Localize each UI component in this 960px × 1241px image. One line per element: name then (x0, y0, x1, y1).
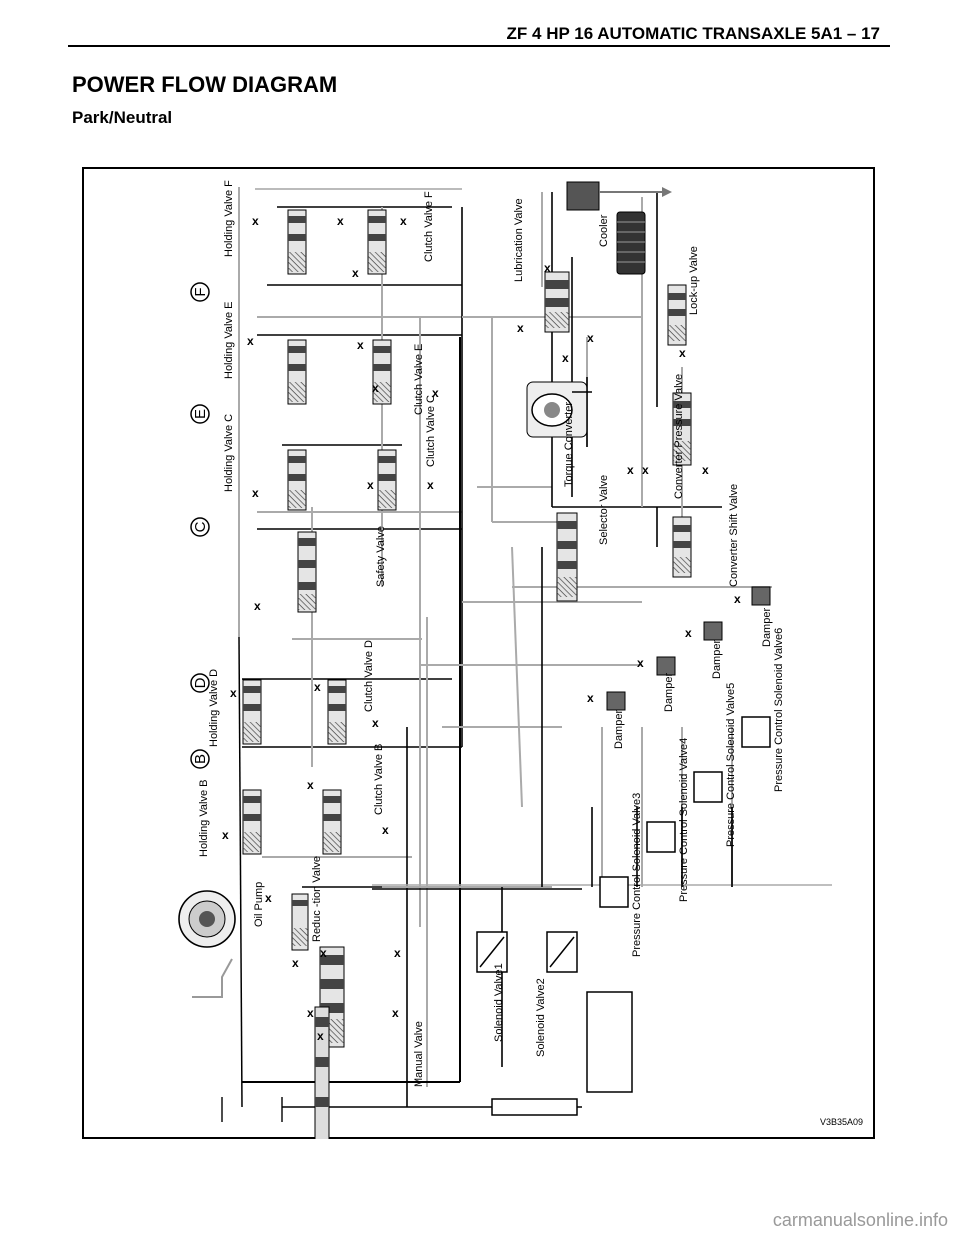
label-reduction-valve: Reduc -tion Valve (311, 856, 323, 942)
label-pcsv-6: Pressure Control Solenoid Valve6 (773, 628, 785, 792)
label-clutch-valve-e: Clutch Valve E (413, 344, 425, 415)
svg-text:x: x (314, 680, 321, 694)
svg-text:x: x (642, 463, 649, 477)
label-clutch-valve-d: Clutch Valve D (363, 640, 375, 712)
label-solenoid-valve-1: Solenoid Valve1 (493, 963, 505, 1042)
svg-text:x: x (382, 823, 389, 837)
label-torque-converter: Torque Converter (563, 402, 575, 487)
svg-text:x: x (734, 592, 741, 606)
connector-e: E (190, 404, 210, 424)
header-title: ZF 4 HP 16 AUTOMATIC TRANSAXLE 5A1 – 17 (506, 24, 880, 43)
page-title: POWER FLOW DIAGRAM (72, 72, 338, 97)
label-selector-valve: Selector Valve (598, 475, 610, 545)
svg-text:x: x (222, 828, 229, 842)
cooler-symbol (616, 211, 646, 275)
label-manual-valve: Manual Valve (413, 1021, 425, 1087)
relief-valve-symbol (566, 181, 672, 211)
label-lubrication-valve: Lubrication Valve (513, 198, 525, 282)
svg-text:x: x (265, 891, 272, 905)
label-clutch-valve-f: Clutch Valve F (423, 191, 435, 262)
svg-text:x: x (372, 716, 379, 730)
connector-f: F (190, 282, 210, 302)
connector-d: D (190, 673, 210, 693)
svg-text:x: x (627, 463, 634, 477)
svg-text:x: x (587, 691, 594, 705)
figure-code: V3B35A09 (820, 1117, 864, 1127)
svg-text:x: x (394, 946, 401, 960)
label-converter-shift-valve: Converter Shift Valve (728, 484, 740, 587)
torque-converter-symbol (526, 377, 592, 447)
label-damper-4: Damper (761, 608, 773, 647)
svg-text:x: x (307, 778, 314, 792)
label-solenoid-valve-2: Solenoid Valve2 (535, 978, 547, 1057)
watermark: carmanualsonline.info (772, 1210, 948, 1230)
svg-text:x: x (679, 346, 686, 360)
svg-text:x: x (400, 214, 407, 228)
label-cooler: Cooler (598, 214, 610, 247)
svg-text:x: x (320, 946, 327, 960)
label-clutch-valve-c: Clutch Valve C (425, 395, 437, 467)
label-pcsv-5: Pressure Control Solenoid Valve5 (725, 683, 737, 847)
svg-text:x: x (432, 386, 439, 400)
svg-text:D: D (192, 677, 209, 688)
svg-text:x: x (702, 463, 709, 477)
svg-text:x: x (562, 351, 569, 365)
svg-text:x: x (517, 321, 524, 335)
svg-text:x: x (367, 478, 374, 492)
solenoid-valve-2-symbol (546, 931, 578, 973)
svg-text:x: x (252, 486, 259, 500)
svg-text:x: x (587, 331, 594, 345)
label-holding-valve-e: Holding Valve E (223, 302, 235, 379)
svg-text:x: x (317, 1029, 324, 1043)
label-damper-2: Damper (663, 673, 675, 712)
component-labels: Holding Valve F Clutch Valve F Holding V… (198, 180, 785, 1087)
solenoid-valve-1-symbol (476, 931, 508, 973)
svg-text:C: C (192, 521, 209, 532)
oil-pump-symbol (178, 890, 236, 998)
svg-text:x: x (392, 1006, 399, 1020)
svg-text:x: x (292, 956, 299, 970)
label-pcsv-4: Pressure Control Solenoid Valve4 (678, 738, 690, 902)
svg-text:x: x (254, 599, 261, 613)
label-safety-valve: Safety Valve (375, 526, 387, 587)
label-damper-3: Damper (711, 640, 723, 679)
label-holding-valve-c: Holding Valve C (223, 414, 235, 492)
svg-text:x: x (637, 656, 644, 670)
page-subtitle: Park/Neutral (72, 108, 173, 127)
svg-text:x: x (247, 334, 254, 348)
label-converter-pressure-valve: Converter Pressure Valve (673, 374, 685, 499)
label-damper-1: Damper (613, 710, 625, 749)
diagram-frame (82, 167, 875, 1139)
label-pcsv-3: Pressure Control Solenoid Valve3 (631, 793, 643, 957)
svg-text:x: x (230, 686, 237, 700)
header-rule (68, 45, 890, 47)
connector-b: B (190, 749, 210, 769)
connector-c: C (190, 517, 210, 537)
svg-text:B: B (192, 754, 209, 764)
svg-text:x: x (372, 381, 379, 395)
label-clutch-valve-b: Clutch Valve B (373, 744, 385, 815)
svg-text:x: x (357, 338, 364, 352)
svg-text:x: x (337, 214, 344, 228)
label-oil-pump: Oil Pump (253, 882, 265, 927)
label-holding-valve-f: Holding Valve F (223, 180, 235, 257)
svg-text:F: F (192, 287, 209, 296)
svg-text:x: x (685, 626, 692, 640)
svg-text:x: x (307, 1006, 314, 1020)
label-holding-valve-b: Holding Valve B (198, 780, 210, 857)
svg-text:E: E (192, 409, 209, 419)
svg-text:x: x (427, 478, 434, 492)
label-lock-up-valve: Lock-up Valve (688, 246, 700, 315)
svg-text:x: x (352, 266, 359, 280)
svg-text:x: x (252, 214, 259, 228)
label-holding-valve-d: Holding Valve D (208, 669, 220, 747)
svg-text:x: x (544, 261, 551, 275)
